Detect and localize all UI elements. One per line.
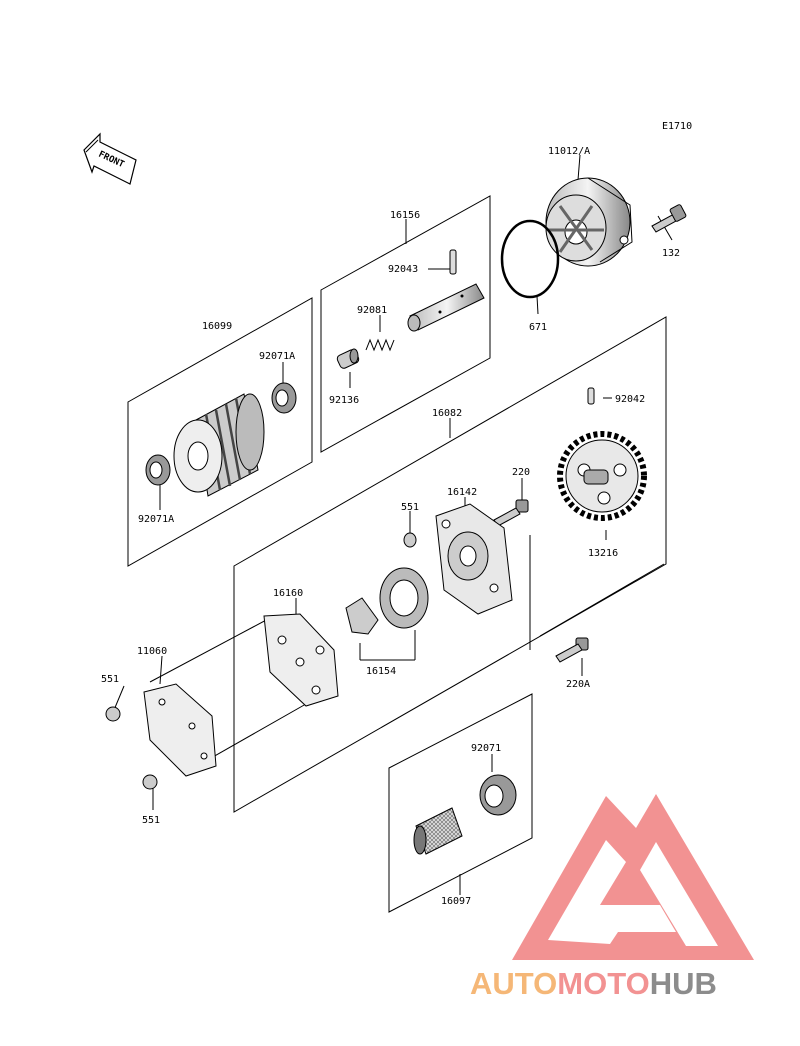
label-92071a-lower: 92071A	[138, 514, 174, 525]
relief-valve-part	[407, 283, 485, 332]
dowel-551-left-part	[105, 706, 121, 722]
group-box-16099	[127, 297, 313, 567]
leader-lines	[113, 154, 673, 895]
inner-rotor-part	[345, 597, 379, 635]
label-16082: 16082	[432, 408, 462, 419]
label-551-lower: 551	[142, 815, 160, 826]
label-92081: 92081	[357, 305, 387, 316]
plate-16160-part	[263, 613, 339, 707]
label-220: 220	[512, 467, 530, 478]
outer-rotor-part	[379, 567, 429, 629]
logo-part-moto: MOTO	[557, 966, 649, 1001]
label-220a: 220A	[566, 679, 590, 690]
logo-part-auto: AUTO	[470, 966, 557, 1001]
label-92042: 92042	[615, 394, 645, 405]
group-box-16156	[320, 195, 491, 453]
rubber-ring-92071a-upper-part	[271, 382, 297, 414]
label-11012a: 11012/A	[548, 146, 590, 157]
label-16160: 16160	[273, 588, 303, 599]
bolt-220a-part	[555, 637, 589, 663]
front-arrow-icon: FRONT	[83, 132, 137, 185]
dowel-551-upper-part	[403, 532, 417, 548]
cap-92136-part	[336, 348, 360, 369]
pump-body-16142-part	[435, 503, 513, 615]
automotohub-logo: AUTOMOTOHUB	[470, 794, 754, 1001]
gear-13216-part	[557, 431, 647, 521]
rubber-ring-92071a-lower-part	[145, 454, 171, 486]
oil-filter-16099-part	[173, 393, 265, 497]
label-551-left: 551	[101, 674, 119, 685]
seal-92071-part	[479, 774, 517, 816]
label-551-upper: 551	[401, 502, 419, 513]
label-92071a-upper: 92071A	[259, 351, 295, 362]
diagram-code: E1710	[662, 121, 692, 132]
gasket-11060-part	[143, 683, 217, 777]
svg-text:AUTOMOTOHUB: AUTOMOTOHUB	[470, 966, 717, 1001]
o-ring-671-part	[500, 219, 560, 299]
label-16142: 16142	[447, 487, 477, 498]
strainer-16097-part	[413, 807, 463, 855]
oil-pump-cover-part	[545, 177, 633, 267]
label-671: 671	[529, 322, 547, 333]
pin-92042-part	[587, 387, 595, 405]
group-box-16082	[233, 316, 667, 813]
spring-92081-part	[365, 338, 395, 352]
logo-part-hub: HUB	[650, 966, 717, 1001]
label-92071: 92071	[471, 743, 501, 754]
dowel-551-lower-part	[142, 774, 158, 790]
pin-92043-part	[449, 249, 457, 275]
label-16099: 16099	[202, 321, 232, 332]
label-16154: 16154	[366, 666, 396, 677]
bolt-132-part	[651, 204, 687, 233]
label-16156: 16156	[390, 210, 420, 221]
label-92043: 92043	[388, 264, 418, 275]
label-92136: 92136	[329, 395, 359, 406]
group-box-16097	[388, 693, 533, 913]
label-132: 132	[662, 248, 680, 259]
bolt-220-part	[493, 499, 529, 527]
label-11060: 11060	[137, 646, 167, 657]
label-13216: 13216	[588, 548, 618, 559]
label-16097: 16097	[441, 896, 471, 907]
